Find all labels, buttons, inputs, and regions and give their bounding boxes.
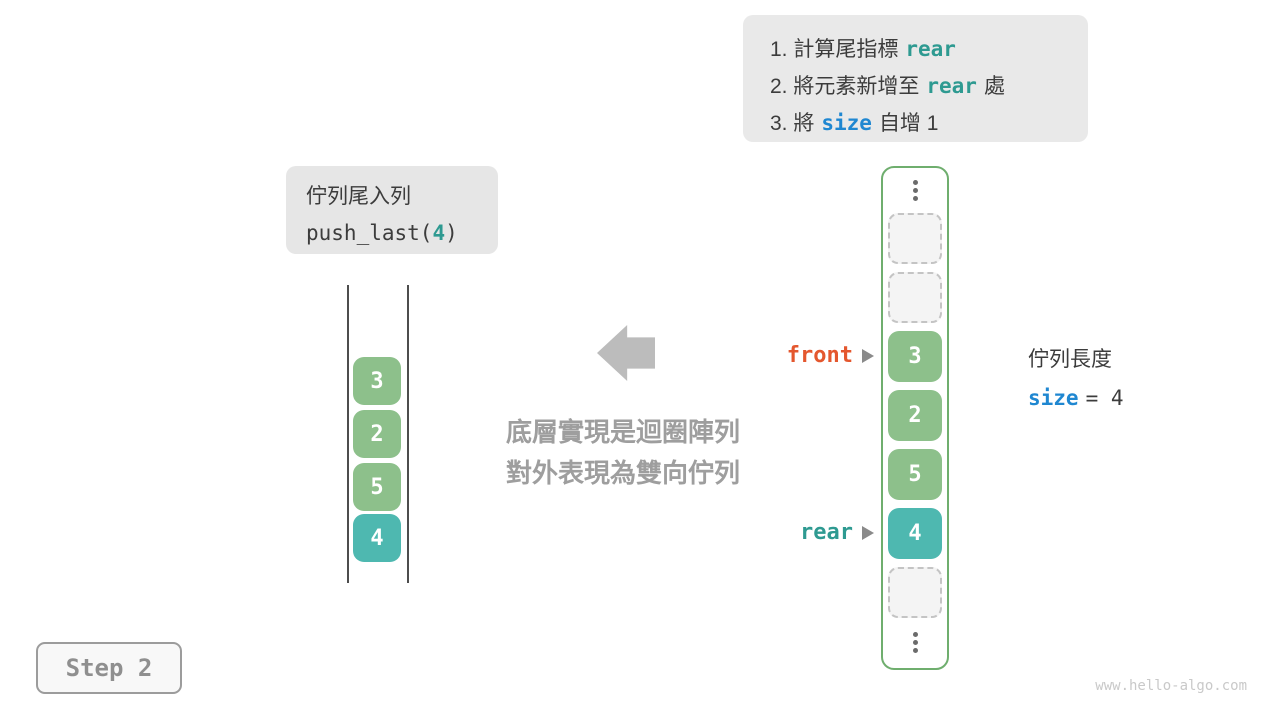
operation-title: 佇列尾入列 — [306, 185, 411, 208]
dot — [913, 196, 918, 201]
instruction-line-1: 1. 計算尾指標 rear — [770, 31, 1088, 68]
queue-cell: 5 — [353, 463, 401, 511]
push-last-call: push_last( — [306, 221, 433, 245]
array-cell: 2 — [888, 390, 942, 441]
dot — [913, 632, 918, 637]
size-code-token: size — [821, 111, 872, 135]
size-info-value: size= 4 — [1028, 379, 1131, 417]
right-triangle-icon — [862, 525, 874, 540]
front-pointer-label: front — [786, 343, 853, 368]
queue-rail-left — [347, 285, 349, 583]
queue-cell-new: 4 — [353, 514, 401, 562]
push-last-arg: 4 — [432, 221, 446, 245]
array-slot-empty — [888, 567, 942, 618]
left-arrow-icon — [597, 325, 655, 381]
array-cell-rear: 4 — [888, 508, 942, 559]
array-cell: 5 — [888, 449, 942, 500]
instruction-line-3: 3. 將 size 自增 1 — [770, 105, 1088, 142]
size-code-token: size — [1028, 386, 1079, 410]
size-info-title: 佇列長度 — [1028, 348, 1112, 371]
front-pointer: front — [787, 343, 874, 368]
queue-cell: 2 — [353, 410, 401, 458]
instructions-box: 1. 計算尾指標 rear 2. 將元素新增至 rear 處 3. 將 size 自增 1 — [743, 15, 1088, 142]
instruction-2-text: 2. 將元素新增至 — [770, 75, 920, 98]
array-slot-empty — [888, 213, 942, 264]
instruction-1-text: 1. 計算尾指標 — [770, 38, 899, 61]
instruction-2-suffix: 處 — [983, 75, 1005, 98]
push-last-close: ) — [445, 221, 458, 245]
dot — [913, 180, 918, 185]
rear-code-token: rear — [926, 74, 977, 98]
rear-code-token: rear — [905, 37, 956, 61]
caption-line-1: 底層實現是迴圈陣列 — [505, 417, 740, 447]
queue-cell: 3 — [353, 357, 401, 405]
instruction-line-2: 2. 將元素新增至 rear 處 — [770, 68, 1088, 105]
rear-pointer: rear — [800, 520, 874, 545]
ellipsis-bottom-icon — [913, 632, 918, 653]
array-cell-front: 3 — [888, 331, 942, 382]
dot — [913, 640, 918, 645]
operation-code: push_last(4) — [306, 215, 498, 251]
operation-box: 佇列尾入列 push_last(4) — [286, 166, 498, 254]
step-badge: Step 2 — [36, 642, 182, 694]
right-triangle-icon — [862, 348, 874, 363]
queue-rail-right — [407, 285, 409, 583]
array-slot-empty — [888, 272, 942, 323]
ellipsis-top-icon — [913, 180, 918, 201]
dot — [913, 188, 918, 193]
caption-line-2: 對外表現為雙向佇列 — [505, 458, 740, 488]
rear-pointer-label: rear — [800, 520, 853, 545]
size-value: = 4 — [1085, 386, 1124, 410]
dot — [913, 648, 918, 653]
instruction-3-suffix: 自增 1 — [878, 112, 939, 135]
caption: 底層實現是迴圈陣列 對外表現為雙向佇列 — [473, 412, 773, 494]
instruction-3-text: 3. 將 — [770, 112, 815, 135]
size-info: 佇列長度 size= 4 — [1028, 341, 1131, 417]
watermark: www.hello-algo.com — [1095, 678, 1247, 694]
